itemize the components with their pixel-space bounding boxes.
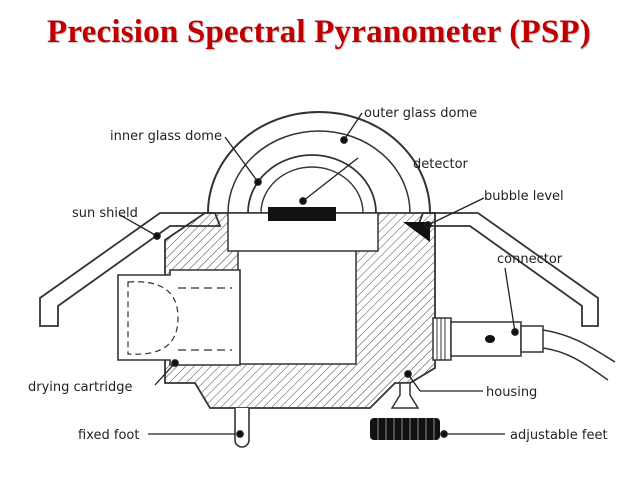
leader-lines — [119, 112, 519, 438]
bubble-level — [403, 222, 430, 242]
drying-cartridge — [117, 269, 241, 366]
label-detector: detector — [413, 157, 469, 172]
connector — [432, 317, 616, 381]
adjustable-foot — [370, 382, 440, 440]
label-outer-glass-dome: outer glass dome — [364, 106, 477, 121]
detector-well — [227, 212, 379, 252]
label-inner-glass-dome: inner glass dome — [110, 129, 222, 144]
page-title: Precision Spectral Pyranometer (PSP) — [47, 14, 591, 50]
cable — [542, 329, 616, 363]
label-sun-shield: sun shield — [72, 206, 138, 221]
label-adjustable-feet: adjustable feet — [510, 428, 608, 443]
label-housing: housing — [486, 385, 537, 400]
inner-cavity — [237, 249, 357, 365]
label-drying-cartridge: drying cartridge — [28, 380, 133, 395]
fixed-foot — [234, 408, 250, 448]
label-connector: connector — [497, 252, 563, 267]
detector — [268, 207, 336, 221]
label-fixed-foot: fixed foot — [78, 428, 139, 443]
inner-glass-dome — [247, 154, 377, 214]
outer-glass-dome — [207, 111, 431, 214]
label-bubble-level: bubble level — [484, 189, 564, 204]
